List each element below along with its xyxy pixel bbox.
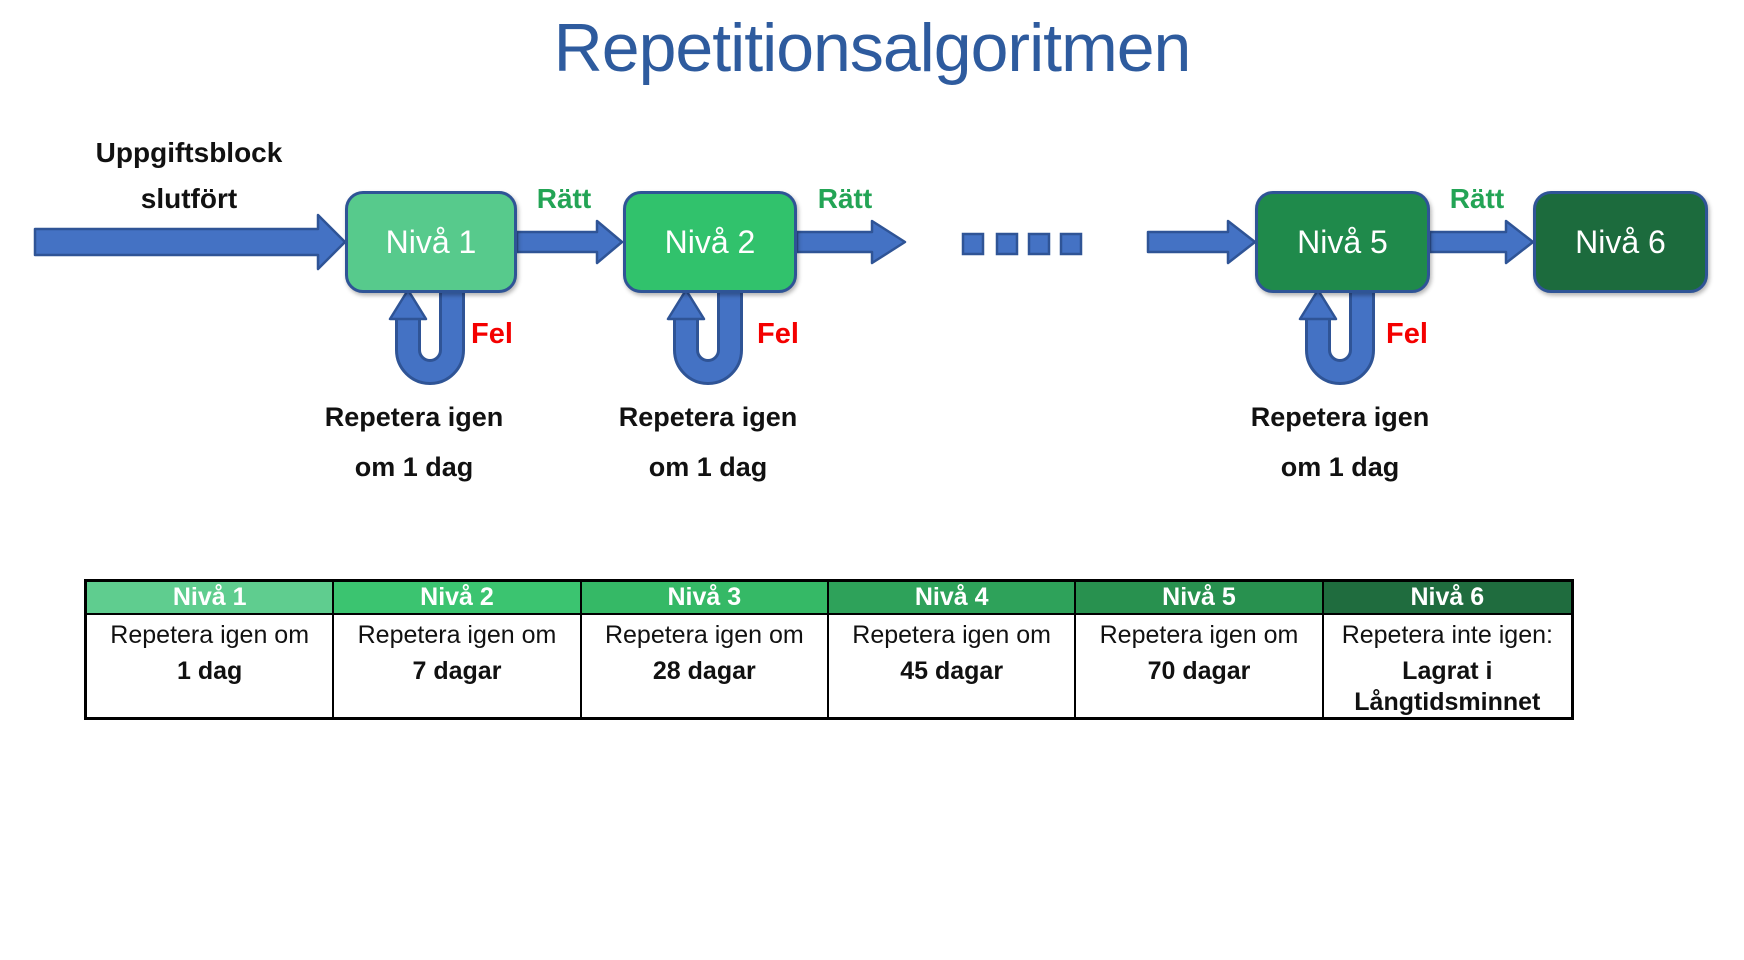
correct-label-2: Rätt: [817, 183, 873, 214]
table-cell-level1: Repetera igen om 1 dag: [87, 615, 332, 717]
fail-loop-level1-arrowhead: [388, 288, 428, 321]
table-cell-level5-line1: Repetera igen om: [1099, 621, 1299, 649]
level-6-label: Nivå 6: [1575, 223, 1666, 260]
table-column-level3: Nivå 3 Repetera igen om 28 dagar: [581, 582, 829, 717]
level-5-label: Nivå 5: [1297, 223, 1388, 260]
entry-label: Uppgiftsblock slutfört: [39, 130, 339, 222]
table-column-level6: Nivå 6 Repetera inte igen: Lagrat i Lång…: [1323, 582, 1571, 717]
table-cell-level5-line2: 70 dagar: [1147, 657, 1251, 685]
table-header-level5: Nivå 5: [1076, 582, 1322, 615]
table-cell-level4: Repetera igen om 45 dagar: [829, 615, 1074, 717]
repeat-note-3-line1: Repetera igen: [1250, 402, 1430, 432]
entry-label-line2: slutfört: [140, 183, 238, 214]
table-column-level5: Nivå 5 Repetera igen om 70 dagar: [1076, 582, 1324, 717]
level-6-node: Nivå 6: [1533, 191, 1708, 293]
repeat-note-1-line1: Repetera igen: [324, 402, 504, 432]
fail-loop-level2-arrowhead: [666, 288, 706, 321]
table-cell-level6-line1: Repetera inte igen:: [1341, 621, 1553, 649]
table-cell-level6: Repetera inte igen: Lagrat i Långtidsmin…: [1324, 615, 1571, 717]
table-header-level2: Nivå 2: [334, 582, 580, 615]
arrow-level2-out: [795, 219, 907, 265]
entry-arrow: [33, 213, 347, 271]
table-header-level1: Nivå 1: [87, 582, 333, 615]
repeat-note-2: Repetera igen om 1 dag: [548, 402, 868, 483]
repeat-note-2-line2: om 1 dag: [648, 452, 768, 482]
level-5-node: Nivå 5: [1255, 191, 1430, 293]
repeat-note-1: Repetera igen om 1 dag: [254, 402, 574, 483]
table-cell-level1-line1: Repetera igen om: [110, 621, 310, 649]
ellipsis-dash: [1059, 232, 1083, 256]
table-cell-level2: Repetera igen om 7 dagar: [334, 615, 579, 717]
table-column-level4: Nivå 4 Repetera igen om 45 dagar: [828, 582, 1077, 717]
table-cell-level2-line2: 7 dagar: [412, 657, 502, 685]
entry-label-line1: Uppgiftsblock: [95, 137, 283, 168]
fail-loop-level2: [676, 291, 740, 382]
arrow-into-level5: [1146, 219, 1257, 265]
level-2-label: Nivå 2: [664, 223, 756, 260]
page-title: Repetitionsalgoritmen: [553, 10, 1192, 86]
repeat-note-2-line1: Repetera igen: [618, 402, 798, 432]
fail-label-2: Fel: [757, 318, 799, 350]
fail-loop-level1: [398, 291, 462, 382]
fail-label-1: Fel: [471, 318, 513, 350]
table-cell-level3-line2: 28 dagar: [652, 657, 756, 685]
table-header-level4: Nivå 4: [828, 582, 1075, 615]
fail-loop-level5: [1308, 291, 1372, 382]
ellipsis-dash: [961, 232, 985, 256]
table-header-level3: Nivå 3: [581, 582, 827, 615]
repeat-note-3-line2: om 1 dag: [1280, 452, 1400, 482]
table-cell-level5: Repetera igen om 70 dagar: [1076, 615, 1321, 717]
level-2-node: Nivå 2: [623, 191, 797, 293]
table-cell-level3: Repetera igen om 28 dagar: [582, 615, 827, 717]
table-cell-level6-line2: Lagrat i: [1402, 657, 1493, 685]
level-1-node: Nivå 1: [345, 191, 517, 293]
table-cell-level4-line2: 45 dagar: [900, 657, 1004, 685]
fail-loop-level5-arrowhead: [1298, 288, 1338, 321]
table-column-level2: Nivå 2 Repetera igen om 7 dagar: [334, 582, 582, 717]
arrow-level1-to-level2: [515, 219, 624, 265]
table-cell-level4-line1: Repetera igen om: [852, 621, 1052, 649]
repeat-note-3: Repetera igen om 1 dag: [1180, 402, 1500, 483]
table-cell-level3-line1: Repetera igen om: [604, 621, 804, 649]
correct-label-3: Rätt: [1449, 183, 1505, 214]
level-1-label: Nivå 1: [385, 223, 477, 260]
fail-label-3: Fel: [1386, 318, 1428, 350]
arrow-level5-to-level6: [1428, 219, 1535, 265]
repeat-note-1-line2: om 1 dag: [354, 452, 474, 482]
ellipsis-dash: [995, 232, 1019, 256]
table-header-level6: Nivå 6: [1323, 582, 1571, 615]
table-cell-level2-line1: Repetera igen om: [357, 621, 557, 649]
ellipsis-dash: [1027, 232, 1051, 256]
levels-table: Nivå 1 Repetera igen om 1 dag Nivå 2 Rep…: [84, 579, 1574, 720]
table-cell-level1-line2: 1 dag: [177, 657, 243, 685]
table-column-level1: Nivå 1 Repetera igen om 1 dag: [87, 582, 335, 717]
table-cell-level6-line3: Långtidsminnet: [1354, 688, 1541, 716]
correct-label-1: Rätt: [536, 183, 592, 214]
